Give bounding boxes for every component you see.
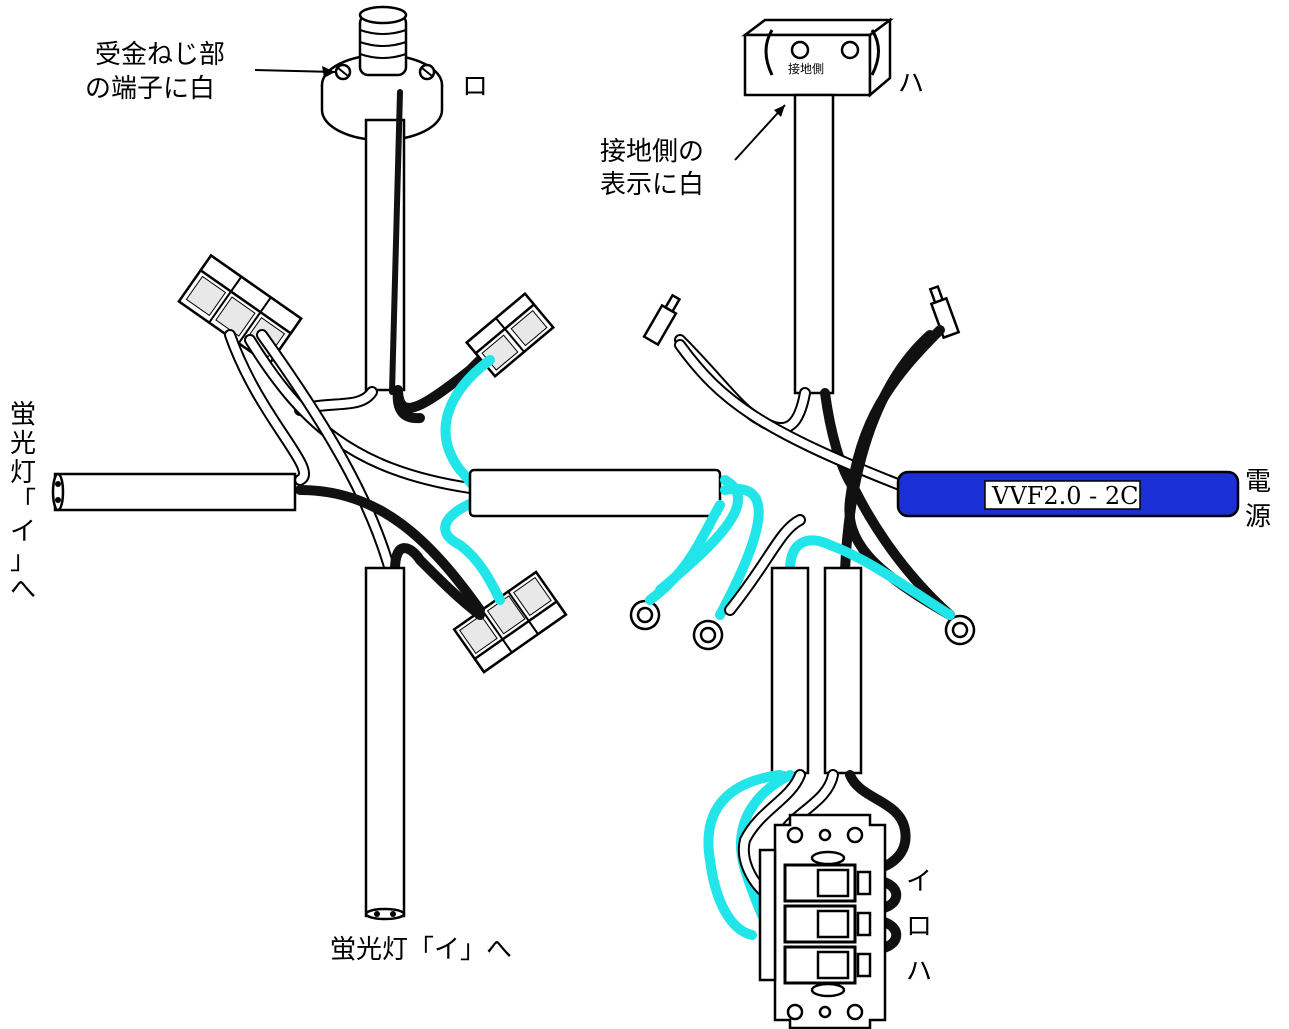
- crimp-sleeve-bottom-1: [629, 599, 661, 631]
- ground-note-line1: 接地側の: [600, 137, 704, 167]
- svg-text:光: 光: [10, 429, 36, 459]
- fluor-cable-bottom: [364, 566, 406, 918]
- switch-label-ro: ロ: [906, 912, 932, 942]
- svg-text:灯: 灯: [10, 458, 36, 488]
- receptacle-note-line1: 受金ねじ部: [95, 40, 225, 70]
- label-ro-top: ロ: [462, 72, 488, 102]
- switch-1: [783, 863, 872, 903]
- switch-3: [783, 945, 872, 985]
- switch-cable-left: [770, 566, 810, 775]
- power-cable-type: VVF2.0 - 2C: [991, 482, 1138, 510]
- ground-leader: [734, 104, 786, 161]
- switch-cable-right: [823, 566, 863, 775]
- label-ha-top: ハ: [898, 69, 924, 99]
- outlet-ground-mark: 接地側: [788, 61, 824, 76]
- svg-text:源: 源: [1245, 502, 1271, 532]
- ground-note-line2: 表示に白: [600, 170, 704, 200]
- crimp-sleeve-bottom-3: [944, 614, 976, 646]
- svg-text:へ: へ: [10, 575, 36, 605]
- crimp-sleeve-bottom-2: [692, 619, 724, 651]
- svg-text:電: 電: [1245, 467, 1271, 497]
- svg-text:「: 「: [10, 487, 36, 517]
- fluor-cable-left: [53, 472, 297, 512]
- crimp-sleeve-top-left: [642, 293, 682, 347]
- power-cable-label-bg: [984, 480, 1141, 510]
- outlet-receptacle: [741, 17, 894, 98]
- left-fluor-label: 蛍 光 灯 「 イ 」 へ: [10, 400, 36, 605]
- switch-2: [783, 904, 872, 944]
- svg-text:蛍: 蛍: [10, 400, 36, 430]
- svg-text:イ: イ: [10, 517, 36, 547]
- outlet-cable: [793, 93, 835, 395]
- svg-text:」: 」: [10, 546, 36, 576]
- crimp-sleeve-top-right: [928, 284, 961, 340]
- center-cable: [468, 468, 722, 518]
- switch-label-i: イ: [906, 867, 932, 897]
- receptacle-leader: [254, 69, 336, 73]
- bottom-fluor-label: 蛍光灯「イ」へ: [330, 935, 512, 965]
- wire-connector-3way-bottom: [452, 570, 568, 674]
- receptacle-note-line2: の端子に白: [85, 74, 215, 104]
- switch-label-ha: ハ: [906, 957, 932, 987]
- power-label: 電 源: [1245, 467, 1271, 532]
